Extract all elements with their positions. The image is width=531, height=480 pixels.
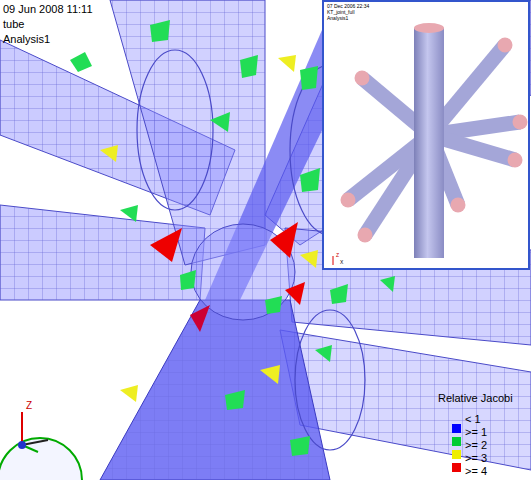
green-element (210, 112, 230, 132)
red-element (150, 228, 182, 262)
yellow-element (260, 365, 280, 384)
tube-end (498, 38, 513, 53)
intersection-curve (137, 50, 213, 210)
yellow-element (100, 145, 118, 162)
analysis-name: Analysis1 (3, 33, 50, 45)
legend-level: >= 2 (465, 439, 487, 451)
tube-end (414, 23, 444, 33)
green-element (240, 55, 258, 78)
legend-level: >= 3 (465, 452, 487, 464)
inset-model-name: KT_joint_full (327, 10, 355, 16)
legend-title: Relative Jacobi (438, 392, 513, 404)
green-element (290, 436, 310, 456)
intersection-curve (295, 310, 365, 450)
green-element (300, 168, 320, 192)
green-element (225, 390, 245, 410)
axis-letter: X (340, 260, 343, 266)
inset-z-axis (333, 256, 334, 265)
legend-level: >= 1 (465, 426, 487, 438)
inset-analysis-name: Analysis1 (327, 16, 348, 22)
tube-end (341, 193, 356, 208)
red-element (190, 305, 210, 332)
inset-timestamp: 07 Dec 2006 22:34 (327, 4, 369, 10)
green-element (315, 345, 332, 362)
legend-swatch (452, 424, 461, 433)
tube-end (508, 153, 523, 168)
green-element (70, 52, 92, 72)
green-element (380, 276, 395, 292)
tube-ends (341, 38, 528, 243)
inset-view (323, 1, 529, 269)
legend-level: < 1 (465, 413, 481, 425)
legend-swatch (452, 463, 461, 472)
z-axis (21, 412, 23, 445)
green-element (180, 270, 196, 290)
green-element (300, 66, 318, 90)
timestamp: 09 Jun 2008 11:11 (3, 3, 93, 15)
green-element (265, 296, 282, 314)
red-element (270, 222, 298, 258)
green-element (150, 20, 170, 42)
legend-swatch (452, 437, 461, 446)
inset-frame (323, 1, 529, 269)
model-name: tube (3, 18, 24, 30)
axis-letter: Z (336, 253, 339, 259)
legend-level: >= 4 (465, 465, 487, 477)
green-element (330, 284, 348, 304)
tube-end (513, 115, 528, 130)
yellow-element (300, 250, 318, 268)
tube-end (355, 71, 370, 86)
inset-chord (414, 28, 444, 258)
axis-triad (0, 412, 82, 480)
green-element (120, 205, 138, 222)
tube-end (451, 198, 466, 213)
tube-end (358, 228, 373, 243)
red-element (285, 282, 305, 305)
yellow-element (278, 55, 296, 72)
legend-swatch (452, 450, 461, 459)
triad-ring (0, 438, 82, 480)
yellow-element (120, 385, 138, 402)
axis-letter: Z (26, 400, 32, 411)
triad-origin (18, 441, 26, 449)
